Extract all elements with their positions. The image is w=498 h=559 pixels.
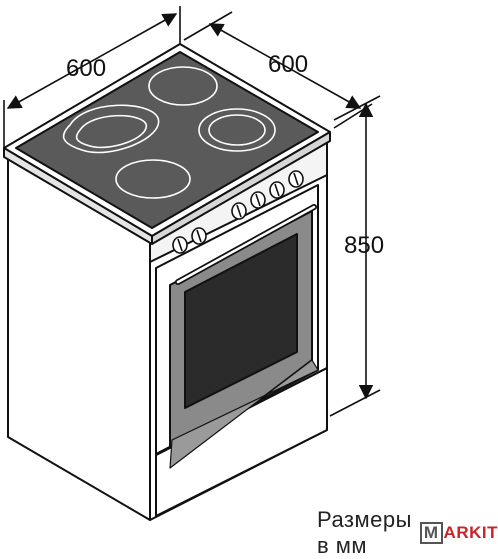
height-extension-bottom [329,389,381,417]
cooking-zone-front [115,159,191,199]
height-label: 850 [344,232,384,259]
knob-3 [231,202,247,220]
depth-label: 600 [268,51,308,78]
caption-bar: Размеры в мм M ARKIT [317,507,498,558]
brand-logo: M ARKIT [419,522,498,544]
control-knobs [172,170,304,254]
height-extension-top [333,95,381,121]
width-label: 600 [66,55,106,82]
knob-2 [191,227,207,245]
storage-drawer [155,359,328,517]
cooking-zone-left-inner [75,114,147,149]
dimension-height [329,95,381,417]
depth-extension-top [183,11,233,41]
oven-window [184,233,298,409]
cooking-zone-right-inner [208,114,266,146]
knob-1 [172,236,188,254]
dimension-width [3,6,181,148]
cooktop-edge-front [151,131,331,245]
oven-handle-highlight [176,205,316,284]
brand-logo-letter: M [419,522,443,544]
width-dimension-arrow [6,13,178,109]
depth-dimension-arrow [208,23,362,109]
knob-5 [269,181,285,199]
knob-4 [250,191,266,209]
brand-logo-text: ARKIT [443,523,498,542]
oven-bottom-trim [169,359,319,469]
cooking-zone-right-outer [198,108,276,152]
caption-text: Размеры в мм [317,507,412,558]
knob-6 [288,170,304,188]
